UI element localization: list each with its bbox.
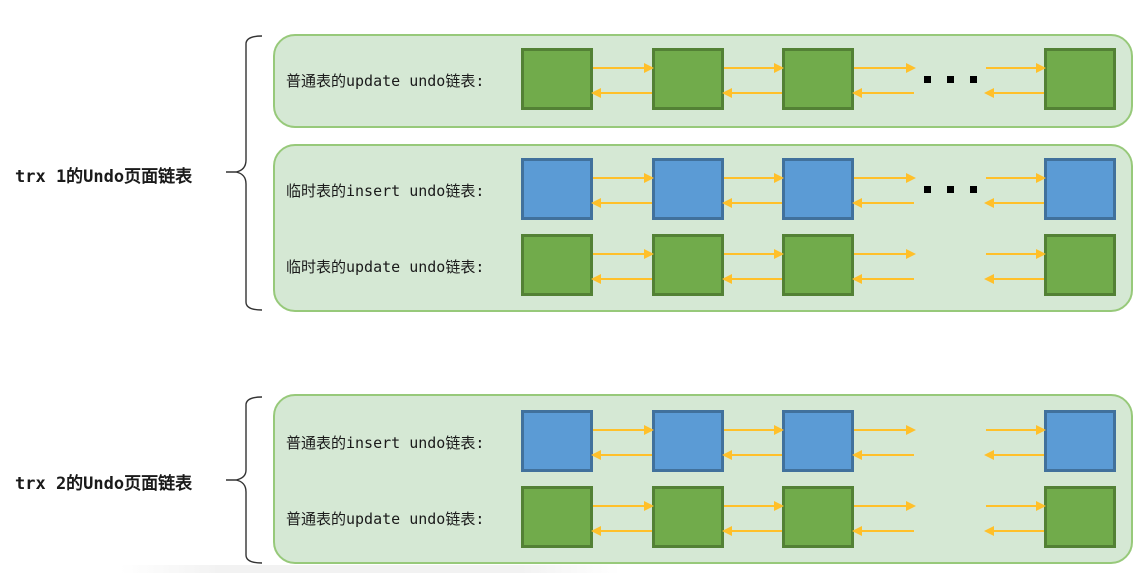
undo-page: [782, 48, 854, 110]
ellipsis-dots-row1: [924, 76, 977, 83]
row-label-trx1-normal-update: 普通表的update undo链表:: [286, 72, 485, 90]
undo-page: [652, 158, 724, 220]
undo-page: [521, 158, 593, 220]
undo-page: [652, 48, 724, 110]
ellipsis-dot: [970, 76, 977, 83]
ellipsis-dot: [947, 186, 954, 193]
undo-page: [521, 410, 593, 472]
ellipsis-dots-row2: [924, 186, 977, 193]
undo-page: [1044, 48, 1116, 110]
arrows-group: [591, 63, 1046, 536]
undo-page: [521, 234, 593, 296]
ellipsis-dot: [970, 186, 977, 193]
trx2-brace: [226, 396, 263, 564]
undo-page: [521, 48, 593, 110]
row-label-trx2-normal-insert: 普通表的insert undo链表:: [286, 434, 485, 452]
row-label-trx2-normal-update: 普通表的update undo链表:: [286, 510, 485, 528]
undo-page: [1044, 486, 1116, 548]
undo-page: [782, 410, 854, 472]
row-label-trx1-temp-insert: 临时表的insert undo链表:: [286, 182, 485, 200]
row-label-trx1-temp-update: 临时表的update undo链表:: [286, 258, 485, 276]
undo-page: [652, 410, 724, 472]
undo-page: [782, 158, 854, 220]
undo-page: [782, 486, 854, 548]
undo-page: [1044, 234, 1116, 296]
ellipsis-dot: [947, 76, 954, 83]
undo-page: [1044, 158, 1116, 220]
trx2-group-label: trx 2的Undo页面链表: [15, 474, 193, 494]
bottom-shadow: [120, 565, 620, 573]
undo-page: [782, 234, 854, 296]
undo-page: [1044, 410, 1116, 472]
trx1-group-label: trx 1的Undo页面链表: [15, 167, 193, 187]
trx1-brace: [226, 35, 263, 311]
ellipsis-dot: [924, 186, 931, 193]
undo-page: [652, 234, 724, 296]
undo-page: [652, 486, 724, 548]
ellipsis-dot: [924, 76, 931, 83]
undo-page: [521, 486, 593, 548]
